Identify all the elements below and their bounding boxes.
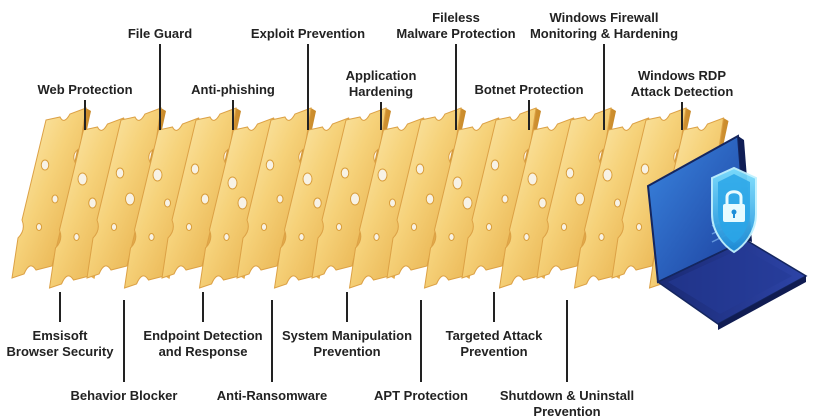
bottom-label: Anti-Ransomware	[217, 388, 328, 404]
connector-line	[566, 300, 568, 382]
bottom-label: Behavior Blocker	[71, 388, 178, 404]
bottom-label: APT Protection	[374, 388, 468, 404]
connector-line	[681, 102, 683, 130]
top-label-line1: Exploit Prevention	[250, 26, 366, 41]
top-label-line1: Windows Firewall	[549, 10, 659, 25]
top-label-line1: Botnet Protection	[474, 82, 584, 97]
bottom-label-line1: Shutdown & Uninstall	[499, 388, 635, 403]
top-label-line2: Hardening	[348, 84, 414, 99]
top-label-line2: Monitoring & Hardening	[529, 26, 679, 41]
top-label-line2: Malware Protection	[396, 26, 516, 41]
connector-line	[380, 102, 382, 130]
top-label-line1: Application	[345, 68, 417, 83]
bottom-label-line1: Behavior Blocker	[70, 388, 178, 403]
connector-line	[493, 292, 495, 322]
connector-line	[603, 44, 605, 130]
bottom-label-line1: Emsisoft	[32, 328, 88, 343]
connector-line	[455, 44, 457, 130]
connector-line	[346, 292, 348, 322]
bottom-label-line1: APT Protection	[374, 388, 468, 403]
connector-line	[159, 44, 161, 130]
top-label: Exploit Prevention	[251, 26, 365, 42]
bottom-label-line1: Targeted Attack	[445, 328, 543, 343]
bottom-label-line2: Prevention	[313, 344, 381, 359]
connector-line	[420, 300, 422, 382]
top-label: File Guard	[128, 26, 192, 42]
bottom-label-line2: Prevention	[533, 404, 601, 419]
bottom-label-line2: and Response	[158, 344, 248, 359]
connector-line	[528, 100, 530, 130]
bottom-label-line2: Browser Security	[6, 344, 114, 359]
shield-lock-icon	[711, 166, 757, 254]
top-label: Web Protection	[37, 82, 132, 98]
connector-line	[84, 100, 86, 130]
connector-line	[59, 292, 61, 322]
top-label-line1: File Guard	[127, 26, 193, 41]
top-label: Botnet Protection	[474, 82, 583, 98]
top-label: Anti-phishing	[191, 82, 275, 98]
top-label-line2: Attack Detection	[630, 84, 734, 99]
connector-line	[232, 100, 234, 130]
bottom-label-line2: Prevention	[460, 344, 528, 359]
connector-line	[271, 300, 273, 382]
bottom-label-line1: Endpoint Detection	[143, 328, 263, 343]
top-label-line1: Fileless	[432, 10, 480, 25]
connector-line	[123, 300, 125, 382]
connector-line	[202, 292, 204, 322]
top-label-line1: Anti-phishing	[191, 82, 275, 97]
top-label-line1: Windows RDP	[637, 68, 726, 83]
bottom-label-line1: Anti-Ransomware	[216, 388, 328, 403]
bottom-label-line1: System Manipulation	[281, 328, 413, 343]
connector-line	[307, 44, 309, 130]
top-label-line1: Web Protection	[37, 82, 133, 97]
